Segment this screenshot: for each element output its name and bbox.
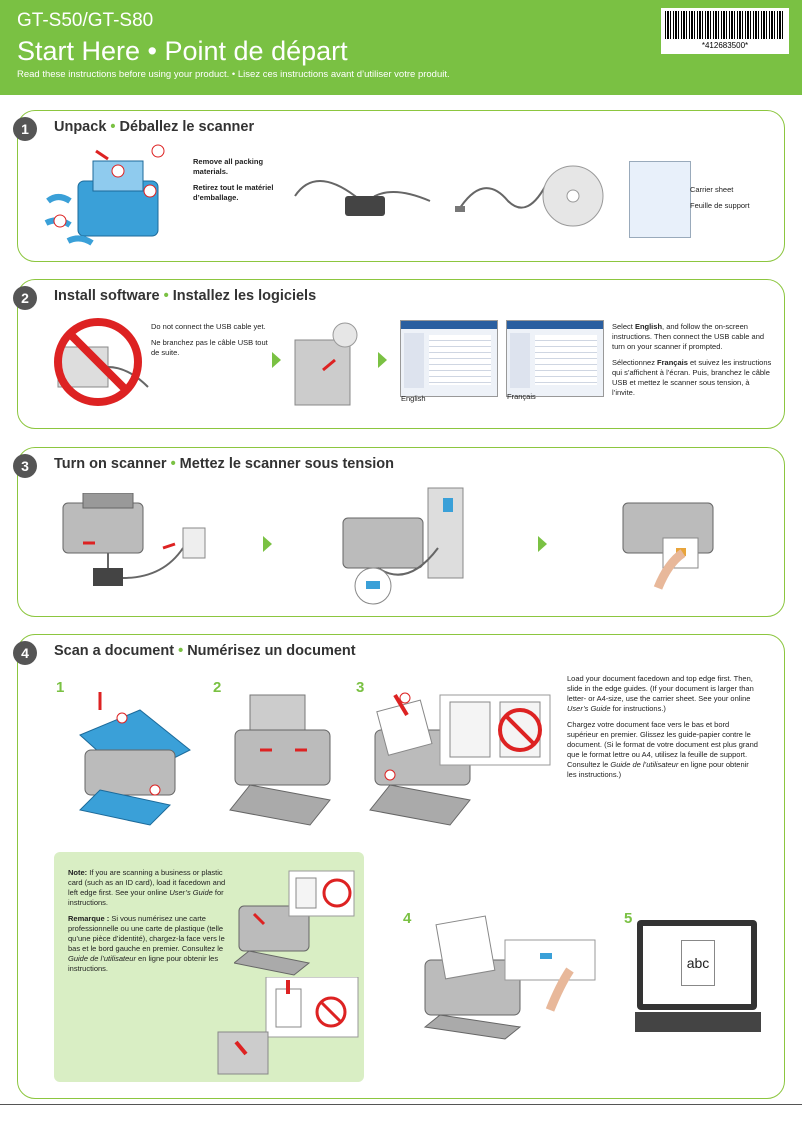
carrier-sheet-text: Carrier sheet Feuille de support [690, 185, 780, 217]
barcode-bars [665, 11, 785, 39]
select-en: Select English, and follow the on-screen… [612, 322, 765, 351]
note-en: Note: If you are scanning a business or … [68, 868, 226, 907]
connect-usb-illustration [342, 487, 464, 605]
step-badge: 4 [13, 641, 37, 665]
remove-packing-text: Remove all packing materials. Retirez to… [193, 157, 288, 209]
title-en: Install software [54, 288, 160, 304]
title-fr: Installez les logiciels [172, 288, 317, 304]
page-subtitle: Read these instructions before using you… [17, 69, 450, 80]
section-install-software: 2 Install software • Installez les logic… [13, 279, 785, 429]
press-power-button-illustration [622, 502, 714, 590]
card-loading-illustration [234, 870, 355, 976]
load-fr: Chargez votre document face vers le bas … [567, 720, 758, 779]
load-document-illustration [369, 692, 551, 826]
barcode: *412683500* [661, 8, 789, 54]
open-output-tray-illustration [229, 694, 331, 826]
load-document-text: Load your document facedown and top edge… [567, 674, 759, 786]
carrier-en: Carrier sheet [690, 185, 734, 194]
installer-screen-french [506, 320, 604, 397]
arrow-right-icon [272, 352, 281, 368]
footer-divider [0, 1104, 802, 1105]
section-title: Turn on scanner • Mettez le scanner sous… [54, 456, 394, 472]
warn-fr: Ne branchez pas le câble USB tout de sui… [151, 338, 268, 357]
step-number-5: 5 [624, 910, 633, 927]
select-language-text: Select English, and follow the on-screen… [612, 322, 772, 404]
step-number-1: 1 [56, 679, 65, 696]
remove-en: Remove all packing materials. [193, 157, 264, 176]
press-scan-button-illustration [423, 915, 596, 1040]
no-usb-warning-text: Do not connect the USB cable yet. Ne bra… [151, 322, 271, 364]
step-badge: 3 [13, 454, 37, 478]
note-fr: Remarque : Si vous numérisez une carte p… [68, 914, 225, 973]
section-title: Unpack • Déballez le scanner [54, 119, 254, 135]
carrier-sheet-icon [629, 161, 691, 238]
keyboard-icon [635, 1012, 761, 1032]
caption-french: Français [507, 392, 536, 401]
title-en: Turn on scanner [54, 456, 167, 472]
title-fr: Mettez le scanner sous tension [179, 456, 395, 472]
no-usb-prohibited-icon [54, 318, 149, 406]
title-en: Unpack [54, 119, 107, 135]
connect-power-illustration [62, 493, 206, 586]
bullet-separator: • [163, 288, 169, 304]
bullet-separator: • [178, 643, 184, 659]
step-number-4: 4 [403, 910, 412, 927]
step-number-3: 3 [356, 679, 365, 696]
section-turn-on: 3 Turn on scanner • Mettez le scanner so… [13, 447, 785, 617]
scanner-unpack-illustration [44, 144, 165, 246]
section-unpack: 1 Unpack • Déballez le scanner Remove al… [13, 110, 785, 262]
title-fr: Déballez le scanner [119, 119, 255, 135]
step-number-2: 2 [213, 679, 222, 696]
open-input-tray-illustration [78, 692, 191, 826]
remove-fr: Retirez tout le matériel d’emballage. [193, 183, 274, 202]
title-fr: Numérisez un document [187, 643, 356, 659]
bullet-separator: • [110, 119, 116, 135]
note-text: Note: If you are scanning a business or … [68, 868, 228, 980]
arrow-right-icon [263, 536, 272, 552]
bullet-separator: • [170, 456, 176, 472]
header-banner: GT-S50/GT-S80 Start Here • Point de dépa… [0, 0, 802, 95]
warn-en: Do not connect the USB cable yet. [151, 322, 266, 331]
section-title: Scan a document • Numérisez un document [54, 643, 356, 659]
installer-screen-english [400, 320, 498, 397]
arrow-right-icon [538, 536, 547, 552]
section-title: Install software • Installez les logicie… [54, 288, 316, 304]
caption-english: English [401, 394, 426, 403]
cd-insert-computer-icon [294, 322, 358, 406]
load-en: Load your document facedown and top edge… [567, 674, 754, 713]
power-adapter-icon [294, 180, 431, 216]
model-name: GT-S50/GT-S80 [17, 10, 154, 31]
select-fr: Sélectionnez Français et suivez les inst… [612, 358, 772, 397]
card-scanning-note: Note: If you are scanning a business or … [54, 852, 364, 1082]
carrier-fr: Feuille de support [690, 201, 750, 210]
monitor-icon: abc [637, 920, 757, 1010]
step-badge: 1 [13, 117, 37, 141]
arrow-right-icon [378, 352, 387, 368]
scanned-document: abc [681, 940, 715, 986]
title-en: Scan a document [54, 643, 175, 659]
cd-rom-icon [542, 165, 604, 227]
step-badge: 2 [13, 286, 37, 310]
usb-cable-icon [455, 180, 549, 212]
page-title: Start Here • Point de départ [17, 36, 348, 66]
monitor-screen: abc [643, 926, 751, 1004]
barcode-number: *412683500* [701, 41, 749, 50]
card-orientation-illustration [217, 977, 359, 1075]
